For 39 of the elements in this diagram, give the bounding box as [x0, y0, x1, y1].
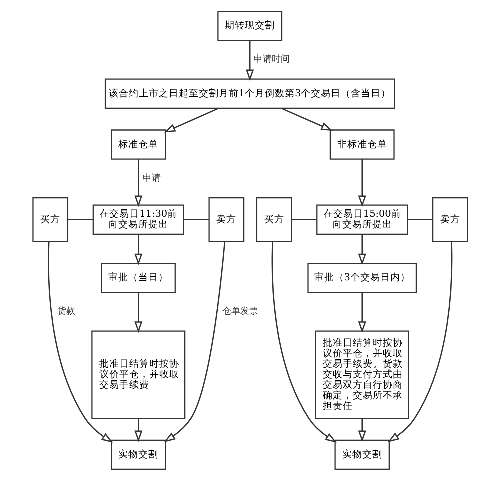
node-box: 期转现交割 — [217, 10, 282, 42]
node-box: 标准仓单 — [110, 130, 166, 160]
arrow — [271, 242, 336, 443]
connector — [184, 219, 209, 221]
arrow — [164, 242, 226, 442]
node-box: 买方 — [256, 198, 292, 242]
arrow — [134, 418, 142, 442]
arrow — [280, 108, 332, 131]
node-box: 卖方 — [208, 198, 244, 242]
arrow — [387, 242, 452, 442]
arrow — [134, 292, 142, 334]
arrow — [358, 159, 366, 208]
node-box: 非标准仓单 — [329, 130, 394, 160]
node-box: 在交易日11:30前向交易所提出 — [92, 204, 184, 235]
connector — [68, 219, 93, 221]
edge-label: 申请时间 — [254, 55, 290, 66]
edge-label: 货款 — [56, 307, 75, 318]
arrow — [134, 159, 142, 208]
node-box: 批准日结算时按协议价平仓，并收取交易手续费 — [91, 330, 186, 420]
node-box: 卖方 — [432, 198, 468, 242]
node-box: 实物交割 — [110, 440, 166, 470]
connector — [291, 219, 316, 221]
arrow — [164, 108, 218, 133]
edge-label: 申请 — [142, 174, 161, 184]
arrow — [358, 234, 366, 266]
edge-label: 仓单发票 — [222, 307, 258, 318]
arrow — [358, 292, 366, 334]
node-box: 批准日结算时按协议价平仓，并收取交易手续费。货款交收与支付方式由交易双方自行协商确定，交易所不承担责任 — [314, 330, 409, 420]
connector — [407, 219, 432, 221]
arrow — [134, 234, 142, 266]
arrow — [48, 242, 113, 443]
node-box: 审批（3个交易日内） — [307, 262, 417, 294]
arrow — [358, 418, 366, 442]
node-box: 买方 — [32, 198, 68, 242]
node-box: 审批（当日） — [100, 262, 176, 294]
node-box: 该合约上市之日起至交割月前1个月倒数第3个交易日（含当日） — [104, 78, 395, 109]
arrow — [246, 40, 254, 82]
node-box: 在交易日15:00前向交易所提出 — [316, 204, 408, 235]
node-box: 实物交割 — [334, 440, 390, 470]
